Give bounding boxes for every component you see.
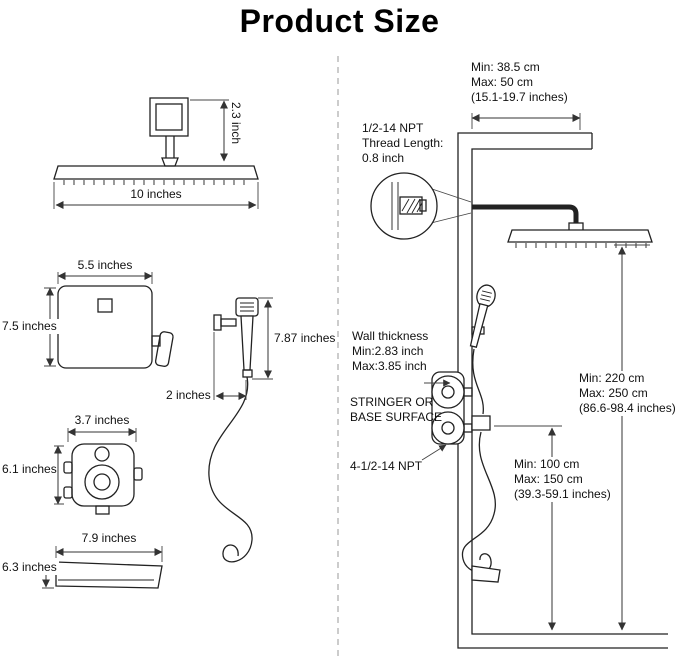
hand-shower-length-label: 7.87 inches (274, 331, 336, 345)
page-title: Product Size (239, 3, 440, 39)
valve-height-label: 6.1 inches (2, 462, 57, 476)
stringer-surface-note: STRINGER OR BASE SURFACE (350, 395, 443, 424)
valve-width-label: 3.7 inches (74, 413, 130, 427)
hand-shower-holder-label: 2 inches (166, 388, 211, 402)
installation-tub-spout (471, 565, 501, 583)
trim-plate-drawing (44, 272, 174, 369)
installation-shower-arm-head (472, 204, 653, 248)
trim-plate-height-label: 7.5 inches (0, 319, 59, 334)
installation-valve (431, 371, 491, 445)
spout-width-label: 7.9 inches (81, 531, 137, 545)
thread-length-note: 1/2-14 NPT Thread Length: 0.8 inch (362, 121, 444, 165)
overall-height-dimension-note: Min: 220 cm Max: 250 cm (86.6-98.4 inche… (577, 371, 678, 416)
handheld-height-dimension-note: Min: 100 cm Max: 150 cm (39.3-59.1 inche… (512, 457, 613, 502)
valve-thread-note: 4-1/2-14 NPT (350, 459, 423, 473)
hand-shower-drawing (208, 297, 273, 563)
showerhead-width-label: 10 inches (130, 187, 182, 201)
leader-lines (421, 379, 451, 461)
showerhead-drawing (53, 97, 259, 209)
spout-height-label: 6.3 inches (0, 560, 59, 575)
rough-in-valve-drawing (54, 428, 143, 515)
thread-detail-circle (370, 172, 472, 240)
showerhead-height-label: 2.3 inch (229, 102, 243, 145)
tub-spout-drawing (42, 546, 163, 589)
installation-hose (461, 348, 496, 574)
trim-plate-width-label: 5.5 inches (77, 258, 133, 272)
installation-hand-shower (469, 284, 496, 348)
wall-thickness-note: Wall thickness Min:2.83 inch Max:3.85 in… (352, 329, 429, 373)
arm-length-dimension-note: Min: 38.5 cm Max: 50 cm (15.1-19.7 inche… (471, 60, 568, 104)
